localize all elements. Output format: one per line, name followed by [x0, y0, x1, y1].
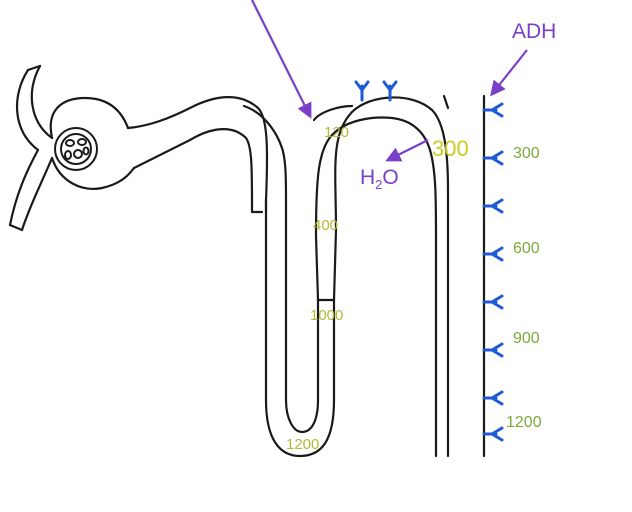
receptor-y-icon — [482, 390, 504, 406]
bowmans-capsule — [49, 96, 136, 190]
proximal-tubule-inner — [132, 128, 264, 214]
osmolarity-300-label: 300 — [432, 136, 469, 161]
receptor-y-icon — [482, 342, 504, 358]
receptor-y-icon — [482, 294, 504, 310]
tubule-value-1000: 1000 — [310, 307, 344, 324]
afferent-cap — [26, 64, 42, 72]
afferent-arteriole — [16, 64, 54, 152]
loop-cap-top — [442, 94, 450, 110]
duct-value-600: 600 — [513, 240, 540, 257]
water-label: H2O — [360, 166, 399, 192]
receptor-y-icon — [482, 150, 504, 166]
water-h: H — [360, 166, 376, 189]
receptor-y-icon — [382, 80, 398, 102]
arrow-icon — [490, 49, 528, 97]
duct-value-300: 300 — [513, 145, 540, 162]
efferent-arteriole — [8, 148, 54, 232]
receptor-y-icon — [354, 80, 370, 102]
receptor-y-icon — [482, 198, 504, 214]
tubule-value-1200: 1200 — [286, 436, 320, 453]
duct-value-900: 900 — [513, 330, 540, 347]
water-o: O — [382, 166, 399, 189]
arrow-icon — [251, 0, 312, 119]
receptor-y-icon — [482, 102, 504, 118]
efferent-cap — [8, 223, 24, 232]
tubule-value-120: 120 — [324, 124, 350, 141]
receptor-y-icon — [482, 426, 504, 442]
proximal-tubule-outer — [126, 96, 450, 458]
glomerulus-icon — [54, 127, 98, 171]
descending-limb-inner — [242, 104, 288, 202]
arrow-icon — [385, 139, 429, 162]
water-subscript: 2 — [375, 177, 383, 193]
tubule-value-400: 400 — [313, 217, 339, 234]
receptor-y-icon — [482, 246, 504, 262]
adh-label: ADH — [512, 20, 557, 43]
loop-inner — [284, 116, 438, 458]
duct-value-1200: 1200 — [506, 414, 542, 431]
descending-top — [312, 104, 354, 122]
